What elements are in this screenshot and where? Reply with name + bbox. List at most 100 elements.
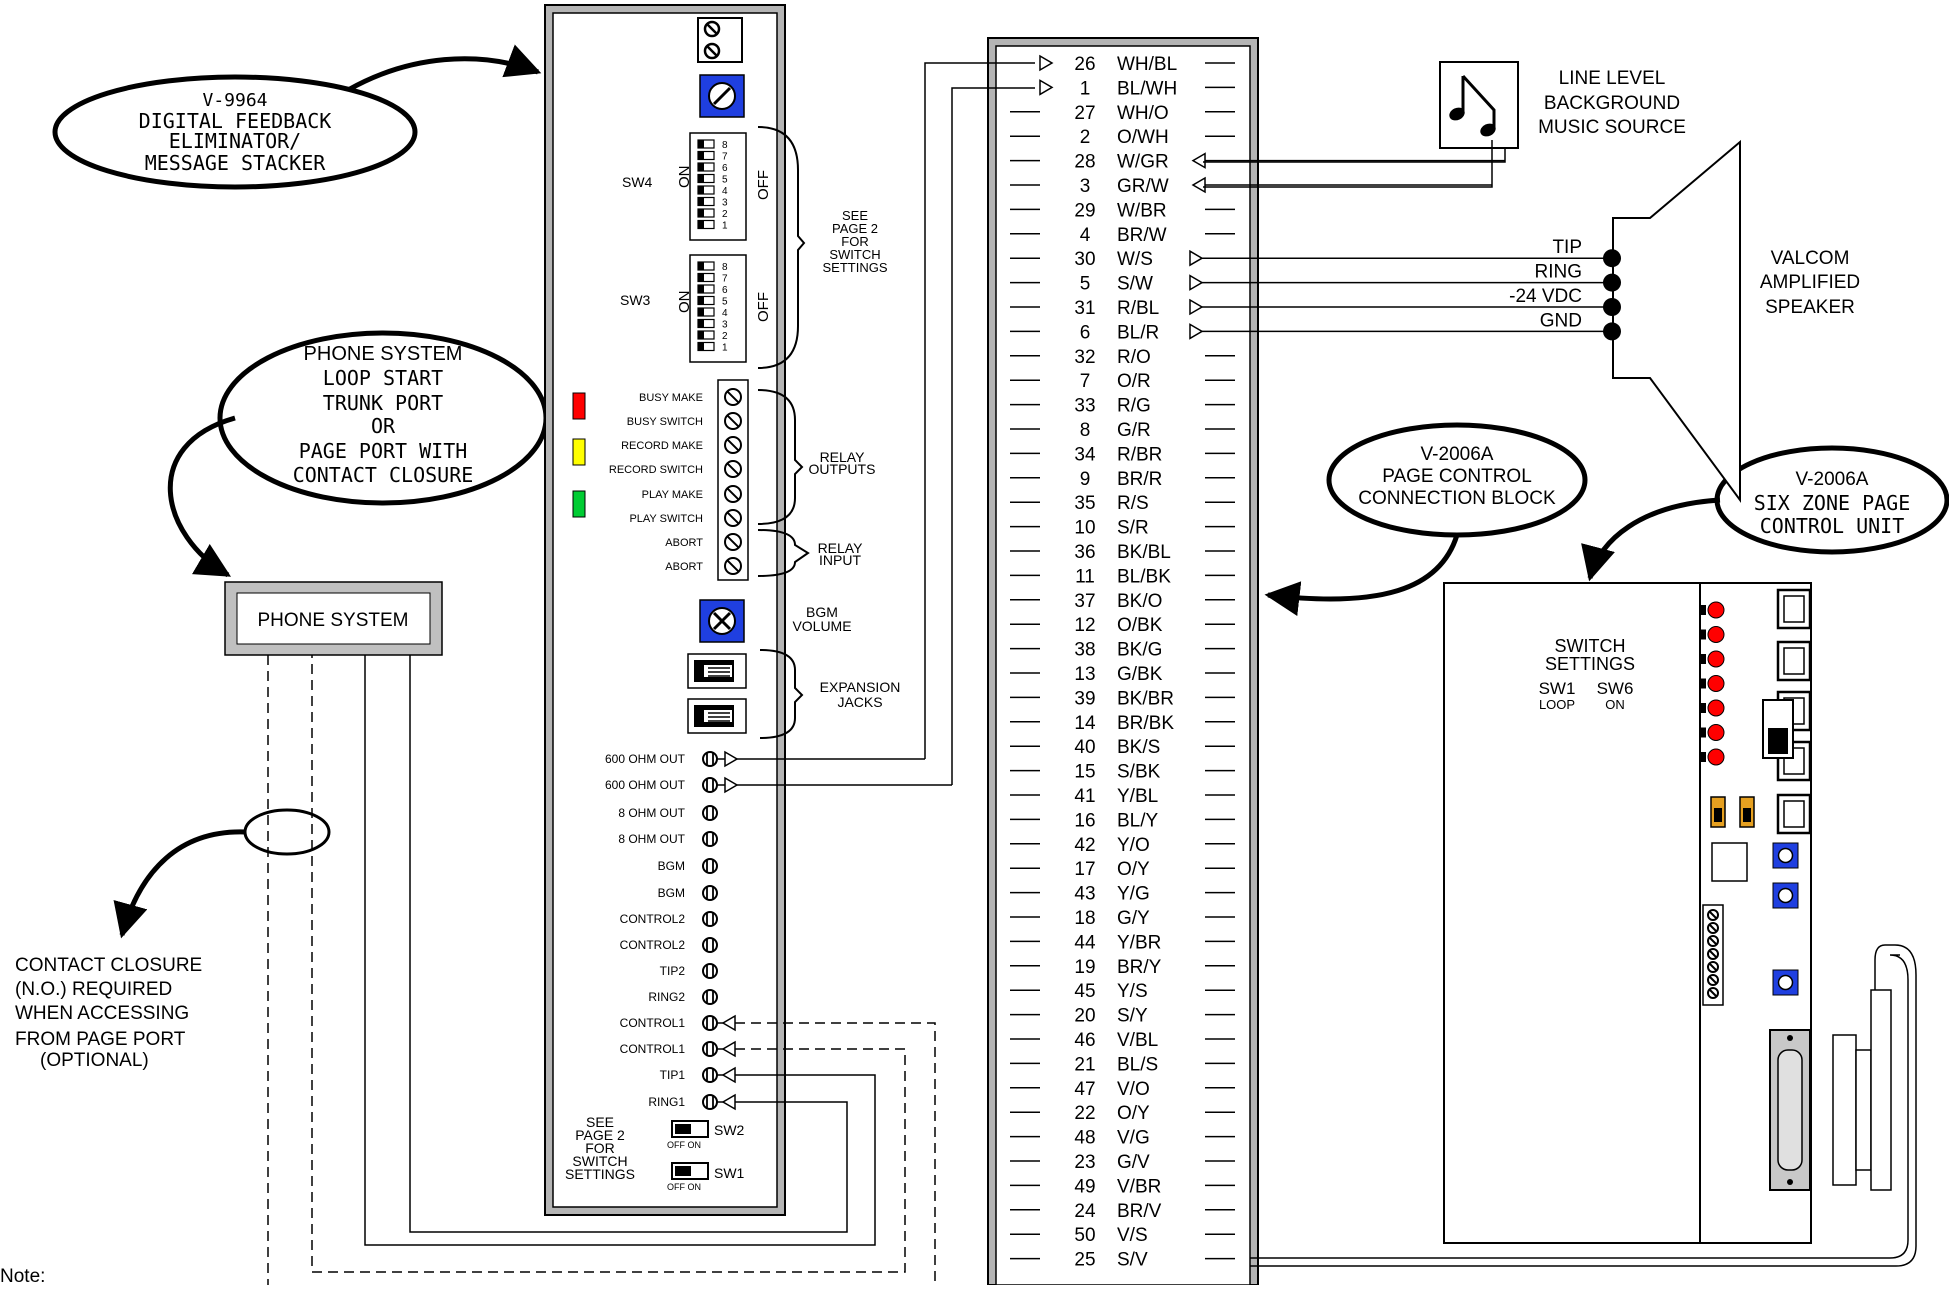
expansion-jack[interactable] [687,698,747,734]
bottom-terminal: 8 OHM OUT [618,831,718,847]
contact-note-line-1: (N.O.) REQUIRED [15,979,172,1000]
slide-switch-sw2[interactable] [671,1120,709,1138]
block-pin-number: 21 [1074,1054,1095,1075]
block-pin-number: 37 [1074,591,1095,612]
block-wire-color: V/G [1117,1128,1150,1149]
unit-dip-switch[interactable] [1711,842,1748,882]
block-pin-number: 32 [1074,347,1095,368]
contact-closure-note: CONTACT CLOSURE (N.O.) REQUIRED WHEN ACC… [15,808,331,1071]
screw-terminal-icon [1707,961,1719,973]
block-pin-number: 3 [1080,176,1091,197]
block-wire-color: G/R [1117,420,1151,441]
block-wire-color: R/BR [1117,444,1162,465]
callout-unit-arrow [1581,497,1721,582]
block-wire-color: W/BR [1117,200,1167,221]
sw1-off-on: OFF ON [667,1182,701,1192]
svg-text:SWITCH: SWITCH [829,247,880,262]
unit-rj-jack[interactable] [1776,588,1812,630]
block-pin-number: 49 [1074,1176,1095,1197]
music-source-line-2: MUSIC SOURCE [1538,117,1686,138]
relay-terminal-label: PLAY SWITCH [629,513,703,525]
bottom-terminal-label: RING1 [648,1095,685,1109]
unit-rj-jack[interactable] [1776,793,1812,835]
block-wire-color: BL/S [1117,1054,1158,1075]
block-wire-color: V/O [1117,1079,1150,1100]
block-pin-number: 8 [1080,420,1091,441]
unit-rj-jack[interactable] [1776,640,1812,682]
unit-zone-led [1707,650,1725,668]
dip-number: 3 [722,320,728,331]
block-wire-color: BL/WH [1117,78,1177,99]
bottom-terminal-label: TIP1 [660,1068,686,1082]
svg-text:SEE: SEE [842,208,868,223]
block-pin-number: 13 [1074,664,1095,685]
callout-v9964-ellipse [52,74,418,190]
bottom-terminal-label: BGM [658,859,685,873]
block-pin-number: 50 [1074,1225,1095,1246]
relay-terminal-label: BUSY SWITCH [627,416,703,428]
block-pin-number: 1 [1080,78,1091,99]
music-source-line-0: LINE LEVEL [1559,68,1666,89]
speaker-icon [1612,139,1741,504]
block-pin-number: 19 [1074,957,1095,978]
block-pin-number: 39 [1074,688,1095,709]
see-page-dip-note: SEE PAGE 2 FOR SWITCH SETTINGS [822,208,887,275]
block-wire-color: V/S [1117,1225,1148,1246]
callout-unit-line-0: V-2006A [1796,469,1869,490]
block-pin-row: 21 BL/S [1010,1054,1235,1075]
block-wire-color: G/V [1117,1152,1150,1173]
dip-number: 5 [722,297,728,308]
block-pin-number: 30 [1074,249,1095,270]
block-wire-color: R/O [1117,347,1151,368]
music-source-line-1: BACKGROUND [1544,93,1680,114]
callout-phone-port-line-4: PAGE PORT WITH [299,439,468,463]
unit-zone-led [1707,601,1725,619]
sw2-off-on: OFF ON [667,1140,701,1150]
dip-number: 4 [722,308,728,319]
speaker-wire-label: TIP [1552,237,1582,258]
block-wire-color: G/Y [1117,908,1150,929]
wire-block-to-unit [1250,944,1917,1267]
speaker-wire-label: RING [1535,262,1583,283]
relay-outputs-line-1: OUTPUTS [809,461,876,477]
block-wire-color: BL/BK [1117,566,1171,587]
sw3-on-label: ON [676,291,693,314]
relay-terminal-label: RECORD SWITCH [609,464,703,476]
block-pin-number: 35 [1074,493,1095,514]
block-pin-number: 33 [1074,396,1095,417]
bottom-terminal-label: 600 OHM OUT [605,778,686,792]
wire-600-ohm-to-pin-1 [951,87,1035,785]
screw-terminal-icon [724,436,742,454]
terminal-arrow-icon [1189,323,1204,340]
svg-text:SWITCH: SWITCH [572,1153,627,1169]
block-pin-number: 31 [1074,298,1095,319]
block-wire-color: Y/S [1117,981,1148,1002]
bottom-terminal: 600 OHM OUT [605,750,925,768]
bgm-volume-line-0: BGM [806,604,838,620]
callout-block: V-2006A PAGE CONTROL CONNECTION BLOCK [1264,422,1588,617]
block-pin-number: 20 [1074,1006,1095,1027]
block-pin-number: 40 [1074,737,1095,758]
svg-text:PAGE 2: PAGE 2 [575,1127,625,1143]
expansion-jack[interactable] [687,653,747,689]
slide-switch-sw1[interactable] [671,1162,709,1180]
dip-number: 7 [722,274,728,285]
dip-bracket [757,126,806,369]
